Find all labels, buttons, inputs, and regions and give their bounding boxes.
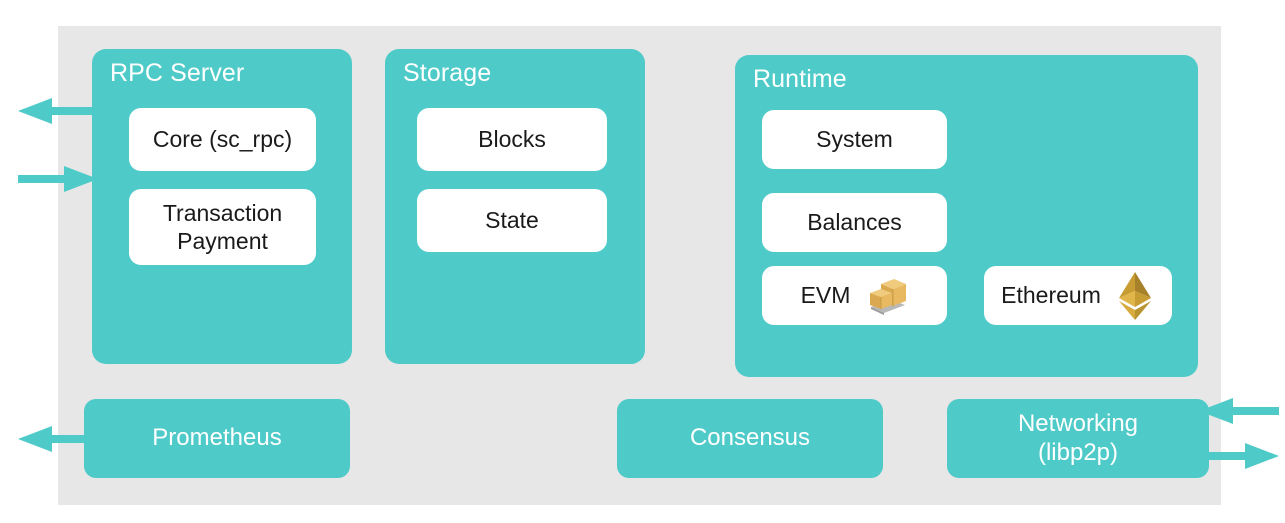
arrow-rpc-outbound (18, 98, 98, 124)
panel-rpc-server[interactable]: RPC Server Core (sc_rpc) Transaction Pay… (92, 49, 352, 364)
module-core-sc-rpc-label: Core (sc_rpc) (152, 126, 293, 153)
module-blocks-label: Blocks (478, 126, 546, 153)
arrow-rpc-inbound (18, 166, 98, 192)
box-prometheus-label: Prometheus (152, 424, 282, 452)
module-balances-label: Balances (807, 209, 902, 236)
arrow-networking-inbound (1199, 398, 1279, 424)
panel-title-storage: Storage (403, 59, 492, 87)
box-networking[interactable]: Networking (libp2p) (947, 399, 1209, 478)
arrow-networking-outbound (1199, 443, 1279, 469)
package-box-icon (864, 274, 908, 318)
module-system-label: System (816, 126, 893, 153)
box-networking-label: Networking (libp2p) (1017, 409, 1139, 466)
module-transaction-payment[interactable]: Transaction Payment (129, 189, 316, 265)
box-consensus[interactable]: Consensus (617, 399, 883, 478)
module-blocks[interactable]: Blocks (417, 108, 607, 171)
module-evm-label: EVM (800, 282, 851, 309)
panel-title-runtime: Runtime (753, 65, 847, 93)
box-consensus-label: Consensus (689, 424, 811, 452)
ethereum-logo-icon (1115, 271, 1155, 321)
panel-runtime[interactable]: Runtime System Balances EVM (735, 55, 1198, 377)
module-system[interactable]: System (762, 110, 947, 169)
arrow-prometheus-outbound (18, 426, 98, 452)
module-ethereum-label: Ethereum (1001, 282, 1101, 309)
panel-title-rpc-server: RPC Server (110, 59, 245, 87)
module-state[interactable]: State (417, 189, 607, 252)
module-core-sc-rpc[interactable]: Core (sc_rpc) (129, 108, 316, 171)
box-prometheus[interactable]: Prometheus (84, 399, 350, 478)
panel-storage[interactable]: Storage Blocks State (385, 49, 645, 364)
module-state-label: State (485, 207, 539, 234)
module-evm[interactable]: EVM (762, 266, 947, 325)
module-transaction-payment-label: Transaction Payment (162, 199, 283, 254)
module-balances[interactable]: Balances (762, 193, 947, 252)
module-ethereum[interactable]: Ethereum (984, 266, 1172, 325)
